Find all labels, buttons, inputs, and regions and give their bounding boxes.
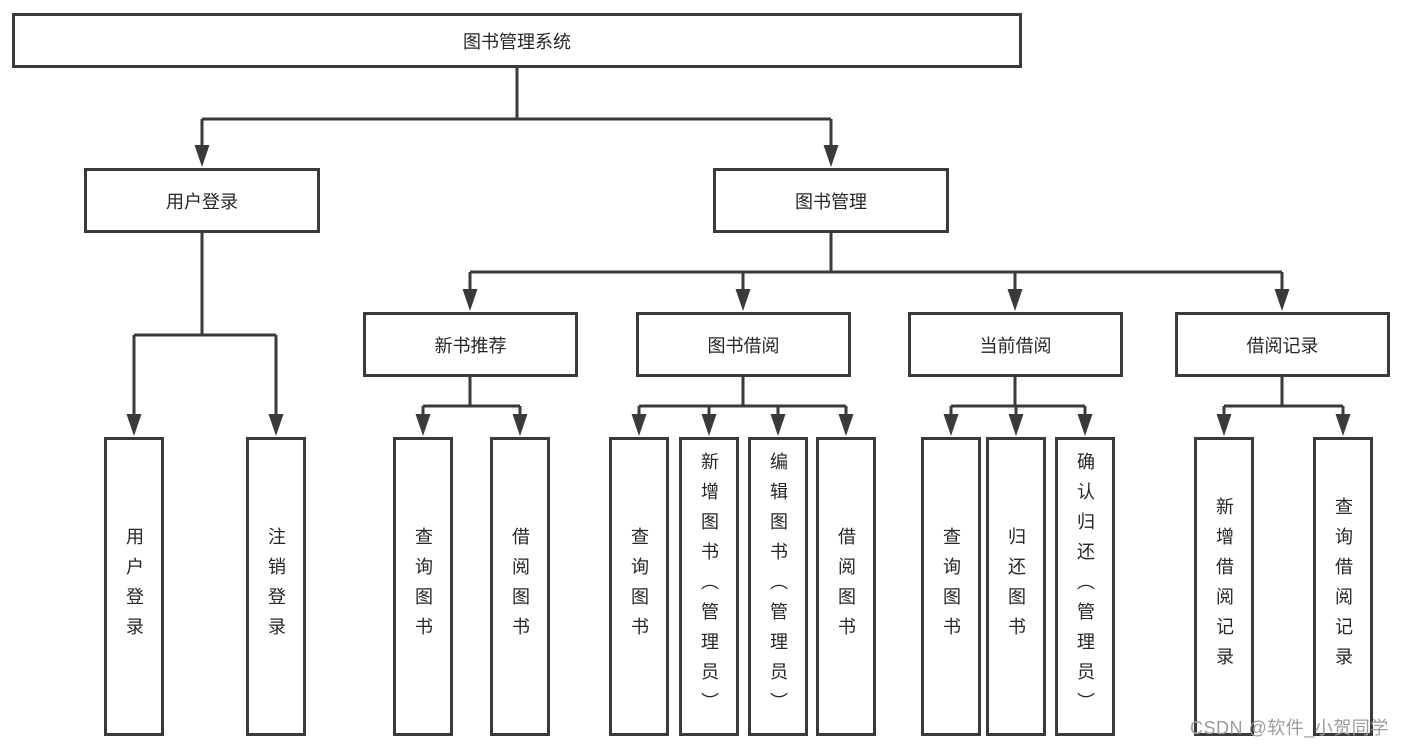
- arrow-down-icon: [770, 414, 786, 436]
- connector-borrow-record-group: [1222, 377, 1345, 416]
- arrow-down-icon: [462, 289, 478, 311]
- node-book-borrow: 图书借阅: [636, 312, 851, 377]
- arrow-down-icon: [735, 289, 751, 311]
- connector-book-mgmt-to-level3: [468, 233, 1284, 291]
- arrow-down-icon: [823, 145, 839, 167]
- arrow-down-icon: [1216, 414, 1232, 436]
- node-library-management-system: 图书管理系统: [12, 13, 1022, 68]
- node-new-book-recommend: 新书推荐: [363, 312, 578, 377]
- leaf-borrow-query-books: 查询图书: [609, 437, 669, 736]
- node-borrow-records: 借阅记录: [1175, 312, 1390, 377]
- leaf-logout-login: 注销登录: [246, 437, 306, 736]
- csdn-watermark: CSDN @软件_小贺同学: [1190, 718, 1389, 738]
- arrow-down-icon: [838, 414, 854, 436]
- leaf-return-books: 归还图书: [986, 437, 1046, 736]
- arrow-down-icon: [1077, 414, 1093, 436]
- leaf-user-login: 用户登录: [104, 437, 164, 736]
- arrow-down-icon: [194, 145, 210, 167]
- arrow-down-icon: [1007, 289, 1023, 311]
- leaf-query-borrow-record: 查询借阅记录: [1313, 437, 1373, 736]
- leaf-add-books-admin: 新增图书（管理员）: [679, 437, 739, 736]
- arrow-down-icon: [1008, 414, 1024, 436]
- arrow-down-icon: [415, 414, 431, 436]
- node-current-borrow: 当前借阅: [908, 312, 1123, 377]
- connector-user-login-group: [132, 233, 278, 416]
- arrow-down-icon: [268, 414, 284, 436]
- node-user-login: 用户登录: [84, 168, 320, 233]
- leaf-recommend-query-books: 查询图书: [393, 437, 453, 736]
- arrowheads: [126, 145, 1351, 436]
- leaf-current-query-books: 查询图书: [921, 437, 981, 736]
- leaf-recommend-borrow-books: 借阅图书: [490, 437, 550, 736]
- arrow-down-icon: [1274, 289, 1290, 311]
- arrow-down-icon: [126, 414, 142, 436]
- arrow-down-icon: [631, 414, 647, 436]
- arrow-down-icon: [1335, 414, 1351, 436]
- connector-current-borrow-group: [949, 377, 1087, 416]
- arrow-down-icon: [701, 414, 717, 436]
- leaf-add-borrow-record: 新增借阅记录: [1194, 437, 1254, 736]
- node-book-management: 图书管理: [713, 168, 949, 233]
- arrow-down-icon: [512, 414, 528, 436]
- connector-book-borrow-group: [637, 377, 848, 416]
- leaf-confirm-return-admin: 确认归还（管理员）: [1055, 437, 1115, 736]
- connector-new-book-group: [421, 377, 522, 416]
- connector-root-to-level2: [200, 68, 833, 147]
- arrow-down-icon: [943, 414, 959, 436]
- leaf-edit-books-admin: 编辑图书（管理员）: [748, 437, 808, 736]
- leaf-borrow-books: 借阅图书: [816, 437, 876, 736]
